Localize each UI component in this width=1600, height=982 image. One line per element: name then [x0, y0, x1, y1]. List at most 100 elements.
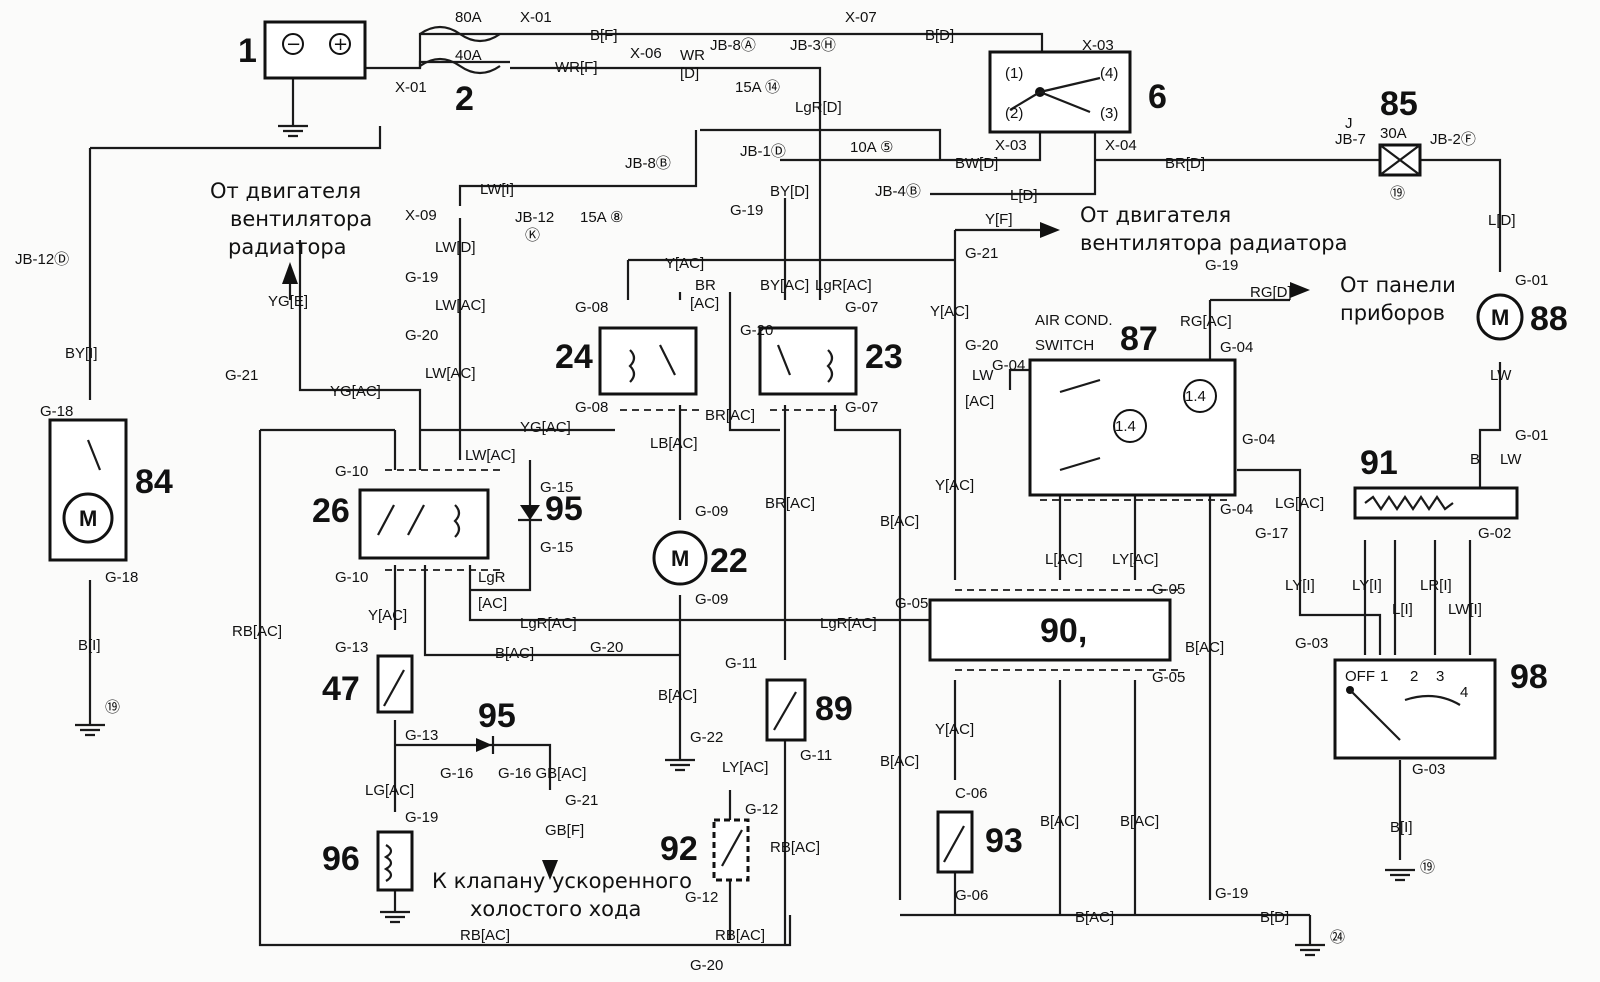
lbl-g07-top: G-07 [845, 299, 878, 316]
lbl-g05-left: G-05 [895, 595, 928, 612]
lbl-speed-4: 4 [1460, 684, 1468, 701]
lbl-ac-87: [AC] [965, 393, 994, 410]
lbl-g20-left: G-20 [405, 327, 438, 344]
lbl-g16-gbac: G-16 GB[AC] [498, 765, 586, 782]
lbl-yac-26: Y[AC] [368, 607, 407, 624]
lbl-ygac-1: YG[AC] [330, 383, 381, 400]
num-22: 22 [710, 542, 748, 580]
num-6: 6 [1148, 78, 1167, 116]
resistor-91 [1353, 486, 1519, 520]
lbl-g01-top: G-01 [1515, 272, 1548, 289]
lbl-lyac: LY[AC] [722, 759, 768, 776]
note-fan-left-2: вентилятора [230, 207, 372, 231]
lbl-g13-top: G-13 [335, 639, 368, 656]
lbl-g01-bottom: G-01 [1515, 427, 1548, 444]
lbl-g17: G-17 [1255, 525, 1288, 542]
num-23: 23 [865, 338, 903, 376]
lbl-bd-bottom: B[D] [1260, 909, 1289, 926]
lbl-lac: L[AC] [1045, 551, 1083, 568]
lbl-g03-top: G-03 [1295, 635, 1328, 652]
motor-84-letter: M [79, 506, 97, 531]
lbl-ld-right: L[D] [1488, 212, 1516, 229]
diode-95-lower [476, 736, 495, 754]
note-panel-1: От панели [1340, 273, 1456, 297]
lbl-g04-left: G-04 [992, 357, 1025, 374]
switch-87 [1028, 358, 1237, 497]
num-1: 1 [238, 32, 257, 70]
lbl-jb4b: JB-4Ⓑ [875, 183, 921, 200]
lbl-ld-mid: L[D] [1010, 187, 1038, 204]
lbl-g04-low: G-04 [1220, 501, 1253, 518]
num-24: 24 [555, 338, 593, 376]
note-fan-left-3: радиатора [228, 235, 347, 259]
lbl-lgr: LgR [478, 569, 506, 586]
lbl-g08-bottom: G-08 [575, 399, 608, 416]
lbl-speed-3: 3 [1436, 668, 1444, 685]
wires [88, 32, 1502, 947]
lbl-lbac: LB[AC] [650, 435, 698, 452]
lbl-k: Ⓚ [525, 227, 540, 244]
lbl-bac-90b: B[AC] [1120, 813, 1159, 830]
lbl-g13-bottom: G-13 [405, 727, 438, 744]
lbl-bwd: BW[D] [955, 155, 998, 172]
lbl-x03-top: X-03 [1082, 37, 1114, 54]
note-valve-2: холостого хода [470, 897, 641, 921]
lbl-x09: X-09 [405, 207, 437, 224]
lbl-g07-bottom: G-07 [845, 399, 878, 416]
note-valve-1: К клапану ускоренного [432, 869, 692, 893]
lbl-x01-top: X-01 [520, 9, 552, 26]
lbl-g10-top: G-10 [335, 463, 368, 480]
lbl-ac: [AC] [478, 595, 507, 612]
lbl-lwac-2: LW[AC] [425, 365, 476, 382]
lbl-g19-left: G-19 [405, 269, 438, 286]
ground-symbols [75, 124, 1415, 957]
lbl-g20-vert: G-20 [740, 322, 773, 339]
relay-24 [598, 326, 698, 396]
lbl-g09-bottom: G-09 [695, 591, 728, 608]
lbl-jb2f: JB-2Ⓕ [1430, 131, 1476, 148]
lbl-wr: WR [680, 47, 705, 64]
lbl-ac-br: [AC] [690, 295, 719, 312]
lbl-switch: SWITCH [1035, 337, 1094, 354]
lbl-g19-96: G-19 [405, 809, 438, 826]
lbl-gbf: GB[F] [545, 822, 584, 839]
lbl-jb12d: JB-12Ⓓ [15, 251, 69, 268]
shielded-wires [385, 409, 1230, 671]
lbl-lwi: LW[I] [480, 181, 514, 198]
lbl-lwac-3: LW[AC] [465, 447, 516, 464]
lbl-yac-low: Y[AC] [935, 477, 974, 494]
num-95-lower: 95 [478, 697, 516, 735]
lbl-jb8a: JB-8Ⓐ [710, 37, 756, 54]
relay-26 [358, 488, 490, 560]
lbl-x07: X-07 [845, 9, 877, 26]
lbl-40a: 40A [455, 47, 482, 64]
lbl-jb12: JB-12 [515, 209, 554, 226]
lbl-lw-91: LW [1500, 451, 1522, 468]
lbl-g08-top: G-08 [575, 299, 608, 316]
lbl-b-91: B [1470, 451, 1480, 468]
lbl-yac-93: Y[AC] [935, 721, 974, 738]
fan-switch-98 [1333, 658, 1497, 760]
lbl-lgrac-top: LgR[AC] [815, 277, 872, 294]
lbl-g04-87: G-04 [1242, 431, 1275, 448]
lbl-19-84: ⑲ [105, 699, 120, 716]
lbl-19-circle: ⑲ [1390, 185, 1405, 202]
lbl-brd: BR[D] [1165, 155, 1205, 172]
lbl-g04-right: G-04 [1220, 339, 1253, 356]
lbl-lyac-87: LY[AC] [1112, 551, 1158, 568]
lbl-yac-top: Y[AC] [665, 255, 704, 272]
num-93: 93 [985, 822, 1023, 860]
lbl-bac-bottom: B[AC] [1075, 909, 1114, 926]
ignition-switch-6 [988, 50, 1132, 134]
lbl-g18-bottom: G-18 [105, 569, 138, 586]
lbl-byd: BY[D] [770, 183, 809, 200]
lbl-g02: G-02 [1478, 525, 1511, 542]
lbl-brac-2: BR[AC] [765, 495, 815, 512]
lbl-bf: B[F] [590, 27, 618, 44]
lbl-bac-mid: B[AC] [880, 513, 919, 530]
lbl-yf: Y[F] [985, 211, 1013, 228]
lbl-jb8b: JB-8Ⓑ [625, 155, 671, 172]
control-unit-90 [928, 598, 1172, 662]
lbl-speed-1: 1 [1380, 668, 1388, 685]
